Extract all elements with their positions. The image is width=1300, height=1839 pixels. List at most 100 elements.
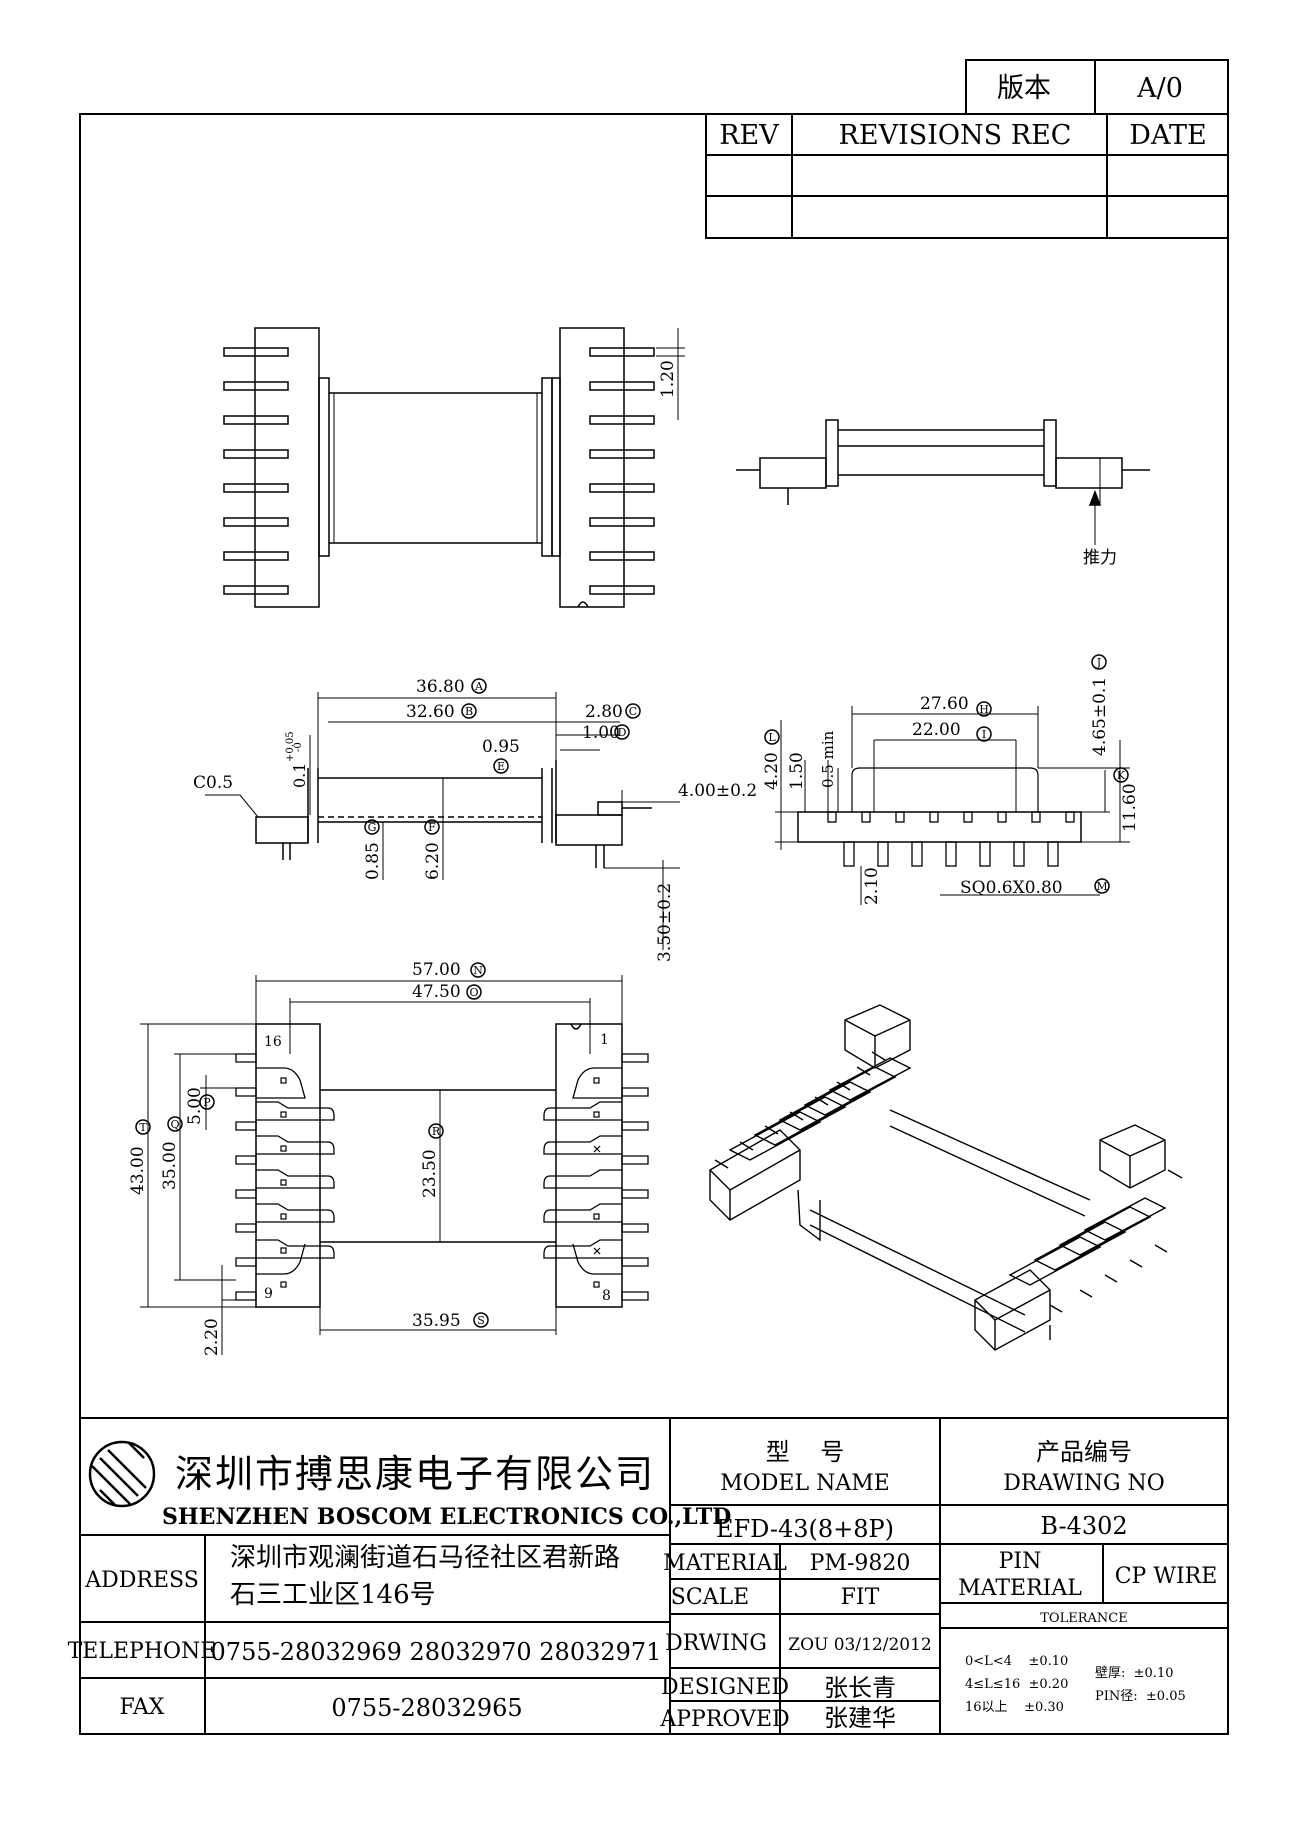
end-view-markers: H I J K L M — [764, 654, 1129, 894]
marker-n: N — [473, 964, 483, 977]
dim-r: 23.50 — [420, 1149, 440, 1198]
telephone-value: 0755-28032969 28032970 28032971 — [211, 1638, 662, 1666]
address-line-1: 深圳市观澜街道石马径社区君新路 — [230, 1543, 620, 1573]
marker-m: M — [1096, 880, 1107, 893]
bottom-view — [140, 975, 649, 1355]
approved-label: APPROVED — [659, 1707, 789, 1732]
marker-a: A — [474, 680, 484, 693]
telephone-label: TELEPHONE — [68, 1639, 217, 1664]
marker-s: S — [477, 1314, 485, 1327]
address-label: ADDRESS — [84, 1568, 199, 1593]
dim-f: 6.20 — [423, 842, 443, 880]
model-value: EFD-43(8+8P) — [716, 1515, 894, 1543]
pin-1: 1 — [600, 1032, 609, 1048]
dim-g: 0.85 — [363, 842, 383, 880]
dim-p: 5.00 — [185, 1087, 205, 1125]
company-name-cn: 深圳市搏思康电子有限公司 — [175, 1452, 655, 1496]
pin-8: 8 — [602, 1288, 611, 1304]
pin-9: 9 — [264, 1286, 273, 1302]
drawing-no-value: B-4302 — [1040, 1512, 1127, 1540]
address-line-2: 石三工业区146号 — [230, 1580, 436, 1610]
tolerance-pin: PIN径: ±0.05 — [1095, 1689, 1186, 1704]
marker-g: G — [368, 821, 377, 834]
tolerance-label: TOLERANCE — [1040, 1611, 1127, 1626]
dim-e: 0.95 — [482, 737, 520, 757]
company-name-en: SHENZHEN BOSCOM ELECTRONICS CO.,LTD — [162, 1504, 731, 1530]
dim-gap: 1.50 — [787, 752, 807, 790]
dim-d: 1.00 — [582, 723, 620, 743]
drawing-no-en: DRAWING NO — [1003, 1471, 1165, 1496]
revision-table — [705, 113, 1229, 239]
dim-c: 2.80 — [585, 702, 623, 722]
marker-e: E — [497, 760, 505, 773]
marker-f: F — [428, 821, 436, 834]
material-label: MATERIAL — [663, 1551, 787, 1576]
dim-h: 27.60 — [920, 694, 969, 714]
marker-r: R — [432, 1125, 441, 1138]
drawing-frame — [79, 113, 1229, 1735]
drawing-no-cn: 产品编号 — [1036, 1438, 1132, 1466]
fax-value: 0755-28032965 — [331, 1694, 522, 1722]
side-view — [736, 419, 1150, 545]
end-view — [775, 706, 1130, 905]
designed-label: DESIGNED — [661, 1675, 789, 1700]
dim-l: 4.20 — [762, 752, 782, 790]
company-logo — [88, 1440, 156, 1508]
dim-q: 35.00 — [160, 1141, 180, 1190]
top-view — [223, 327, 685, 608]
marker-c: C — [629, 705, 637, 718]
pin-material-label-1: PIN — [999, 1549, 1042, 1574]
dim-pin-off: 2.20 — [202, 1318, 222, 1356]
force-label: 推力 — [1083, 548, 1117, 568]
material-value: PM-9820 — [810, 1551, 911, 1576]
tolerance-row-1: 0<L<4 ±0.10 — [965, 1654, 1068, 1669]
marker-i: I — [982, 728, 986, 741]
marker-q: Q — [170, 1118, 179, 1131]
tolerance-wall: 壁厚: ±0.10 — [1095, 1666, 1173, 1681]
front-view-labels: 36.80 32.60 2.80 1.00 0.95 4.00±0.2 0.85… — [285, 677, 757, 962]
model-name-en: MODEL NAME — [720, 1471, 890, 1496]
drwing-value: ZOU 03/12/2012 — [788, 1635, 931, 1655]
dim-m: SQ0.6X0.80 — [960, 878, 1063, 898]
approved-value: 张建华 — [824, 1704, 896, 1732]
dim-i: 22.00 — [912, 720, 961, 740]
revisions-header: REVISIONS REC — [839, 120, 1072, 151]
marker-p: P — [203, 1096, 211, 1109]
marker-d: D — [618, 726, 627, 739]
bottom-view-labels: 57.00 47.50 43.00 35.00 5.00 23.50 35.95… — [128, 960, 461, 1356]
tolerance-row-2: 4≤L≤16 ±0.20 — [965, 1677, 1068, 1692]
marker-o: O — [469, 986, 478, 999]
dim-k: 11.60 — [1120, 783, 1140, 832]
scale-value: FIT — [841, 1585, 880, 1610]
pin-16: 16 — [264, 1034, 282, 1050]
dim-t: 43.00 — [128, 1146, 148, 1195]
dim-o: 47.50 — [412, 982, 461, 1002]
tolerance-row-3: 16以上 ±0.30 — [965, 1700, 1064, 1715]
scale-label: SCALE — [671, 1585, 749, 1610]
model-name-cn: 型 号 — [766, 1438, 845, 1466]
rev-header: REV — [719, 120, 779, 151]
dim-pin-drop: 3.50±0.2 — [655, 883, 675, 962]
pin-material-label-2: MATERIAL — [958, 1576, 1082, 1601]
title-block-grid — [80, 1417, 1228, 1734]
bottom-view-markers: N O T Q P R S — [135, 962, 489, 1328]
designed-value: 张长青 — [824, 1674, 896, 1702]
dim-flange-tol-minus: -0 — [293, 742, 304, 752]
dim-pin-h: 2.10 — [862, 867, 882, 905]
fax-label: FAX — [120, 1695, 165, 1720]
dim-a: 36.80 — [416, 677, 465, 697]
dim-flange-tol: 0.1 — [290, 763, 309, 788]
bottom-view-pin-numbers: 16 1 9 8 — [264, 1032, 611, 1304]
dim-b: 32.60 — [406, 702, 455, 722]
version-value: A/0 — [1136, 73, 1183, 104]
version-label: 版本 — [997, 73, 1051, 104]
marker-l: L — [768, 731, 776, 744]
end-view-labels: 27.60 22.00 4.65±0.1 11.60 4.20 1.50 0.5… — [762, 677, 1140, 905]
marker-j: J — [1096, 656, 1101, 669]
drwing-label: DRWING — [665, 1631, 767, 1656]
front-view — [205, 692, 680, 950]
dim-s: 35.95 — [412, 1311, 461, 1331]
dim-1-20: 1.20 — [658, 360, 678, 398]
dim-n: 57.00 — [412, 960, 461, 980]
